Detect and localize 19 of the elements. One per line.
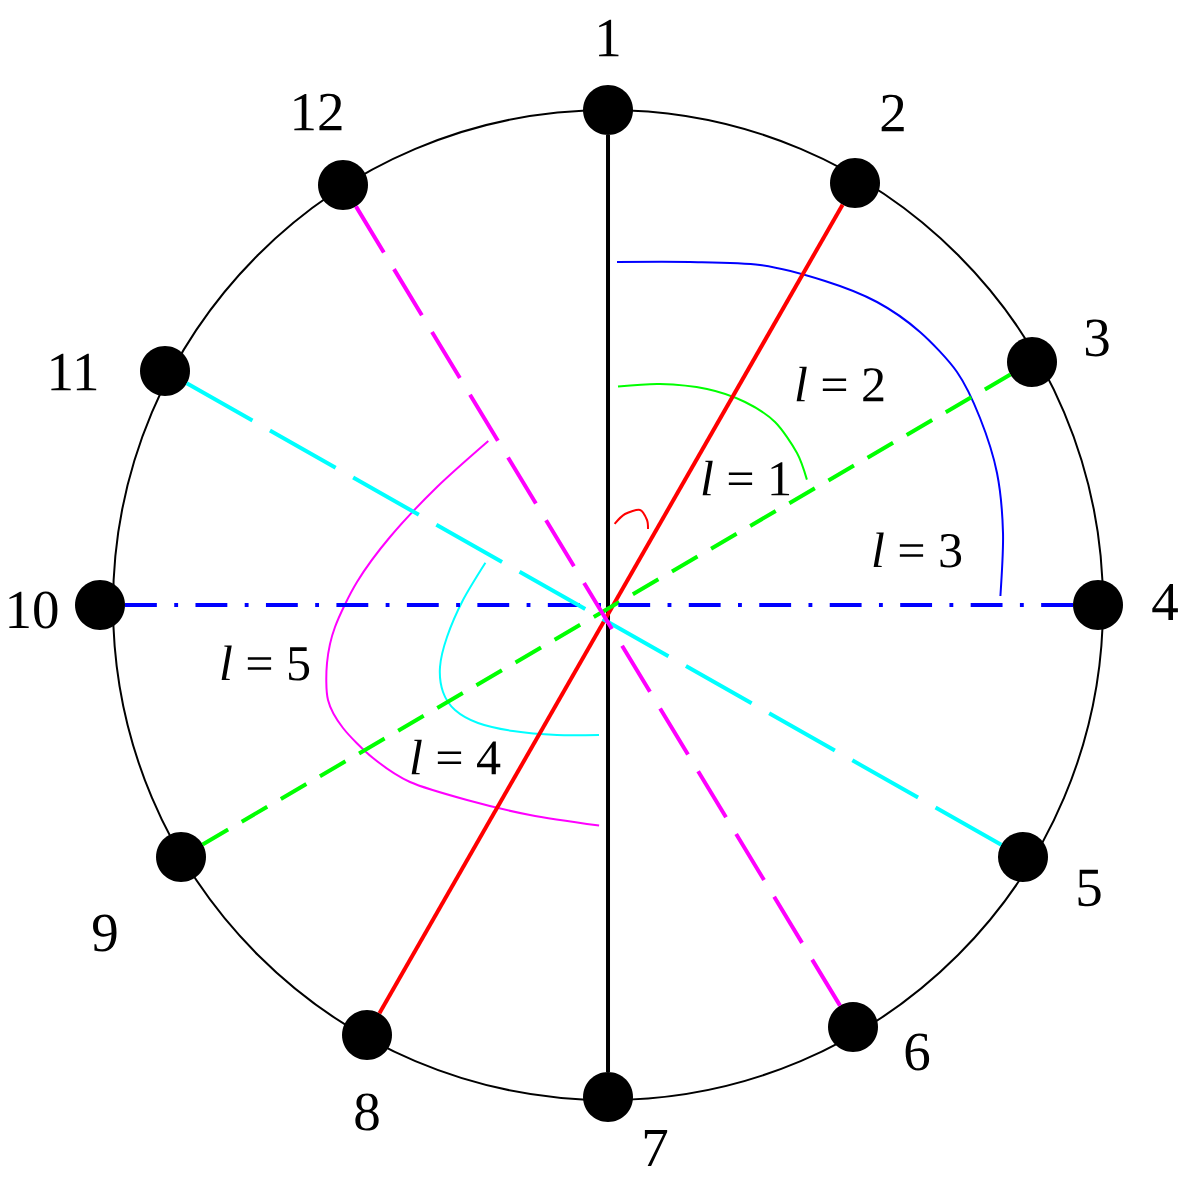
point-number: 6 <box>905 1033 930 1071</box>
point-number: 7 <box>644 1130 668 1166</box>
point-number: 1 <box>599 19 619 57</box>
point-number: 3 <box>1085 319 1109 357</box>
point-number: 8 <box>355 1093 379 1131</box>
angle-label: l = 5 <box>221 645 310 681</box>
diameter-line <box>606 135 610 1072</box>
angle-label: l = 2 <box>796 366 884 402</box>
angle-label: l = 1 <box>702 460 790 496</box>
point-number: 2 <box>881 94 904 132</box>
point-number: 12 <box>294 93 342 131</box>
angle-label: l = 3 <box>873 532 962 568</box>
point-number: 10 <box>9 591 58 629</box>
diameter-line <box>125 603 1073 607</box>
point-number: 9 <box>93 914 117 952</box>
angle-label: l = 4 <box>411 739 501 775</box>
point-number: 11 <box>51 353 97 391</box>
point-number: 4 <box>1152 583 1178 621</box>
point-number: 5 <box>1078 869 1101 907</box>
